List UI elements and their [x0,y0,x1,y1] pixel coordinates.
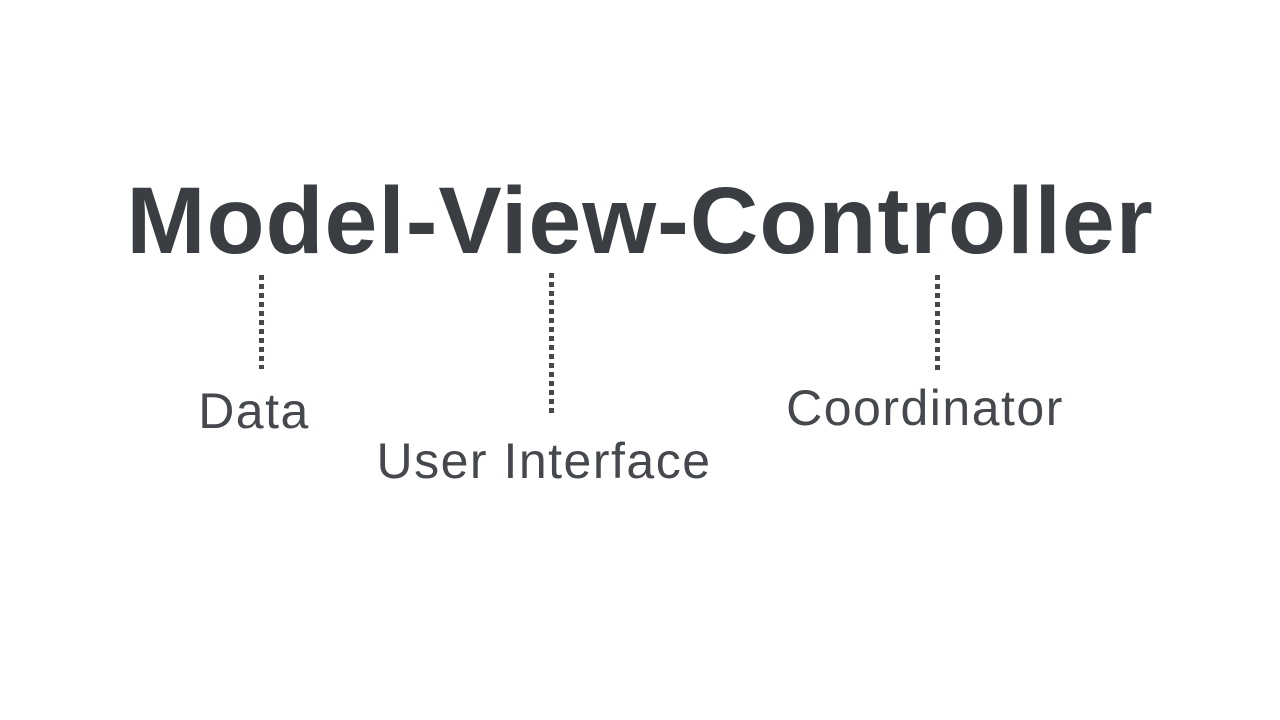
annotation-label-data: Data [198,383,310,439]
annotation-label-user-interface: User Interface [376,433,712,489]
annotation-label-coordinator: Coordinator [786,380,1064,436]
dotted-connector-view-to-user-interface [549,273,554,416]
slide-title: Model-View-Controller [126,168,1154,274]
dotted-connector-controller-to-coordinator [935,275,940,370]
dotted-connector-model-to-data [259,275,264,369]
